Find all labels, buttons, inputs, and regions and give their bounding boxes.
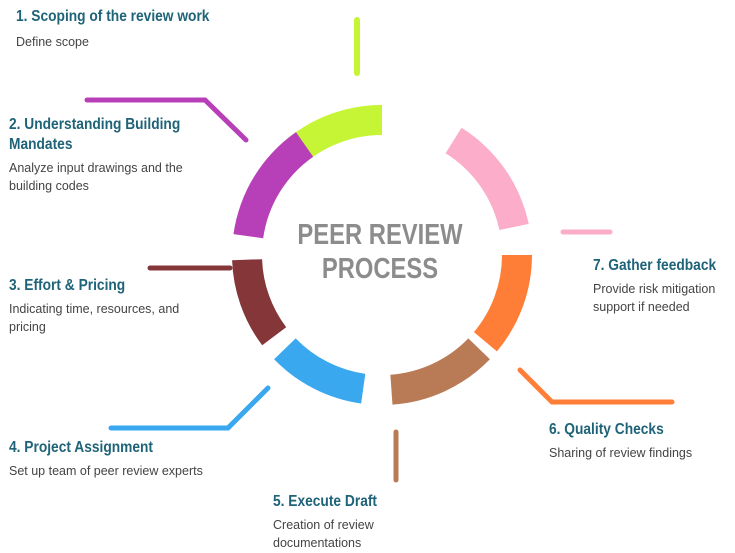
ring-segment-4 xyxy=(274,338,366,404)
step-3-title: 3. Effort & Pricing xyxy=(9,277,126,294)
step-6: 6. Quality Checks Sharing of review find… xyxy=(549,420,729,462)
ring-segment-5 xyxy=(390,338,490,405)
step-5-title: 5. Execute Draft xyxy=(273,493,378,510)
ring-segment-6 xyxy=(473,255,532,352)
step-6-title: 6. Quality Checks xyxy=(549,421,664,438)
step-2-title-line1: 2. Understanding Building xyxy=(9,116,181,133)
center-title-line1: PEER REVIEW xyxy=(297,219,463,251)
step-4-title: 4. Project Assignment xyxy=(9,439,154,456)
leader-line-6 xyxy=(517,367,675,405)
step-2-desc: Analyze input drawings and the building … xyxy=(9,161,183,193)
step-7: 7. Gather feedback Provide risk mitigati… xyxy=(593,256,733,316)
center-title-line2: PROCESS xyxy=(321,253,439,285)
leader-line-2 xyxy=(84,97,249,143)
step-6-desc: Sharing of review findings xyxy=(549,446,693,460)
step-1-title: 1. Scoping of the review work xyxy=(16,8,210,25)
step-3: 3. Effort & Pricing Indicating time, res… xyxy=(9,276,199,336)
leader-line-4 xyxy=(108,385,271,431)
step-1-desc: Define scope xyxy=(16,35,89,49)
ring-segment-2 xyxy=(233,132,314,239)
step-4: 4. Project Assignment Set up team of pee… xyxy=(9,438,229,480)
step-7-title: 7. Gather feedback xyxy=(593,257,717,274)
step-7-desc: Provide risk mitigation support if neede… xyxy=(593,282,716,314)
step-4-desc: Set up team of peer review experts xyxy=(9,464,203,478)
ring-segment-3 xyxy=(232,259,287,346)
ring-segment-7 xyxy=(445,127,529,231)
step-3-desc: Indicating time, resources, and pricing xyxy=(9,302,180,334)
step-5: 5. Execute Draft Creation of review docu… xyxy=(273,492,403,552)
center-title: PEER REVIEW PROCESS xyxy=(286,218,475,286)
step-5-desc: Creation of review documentations xyxy=(273,518,374,550)
step-1: 1. Scoping of the review work Define sco… xyxy=(16,7,276,51)
step-2-title-line2: Mandates xyxy=(9,136,73,153)
step-2: 2. Understanding Building Mandates Analy… xyxy=(9,115,209,195)
